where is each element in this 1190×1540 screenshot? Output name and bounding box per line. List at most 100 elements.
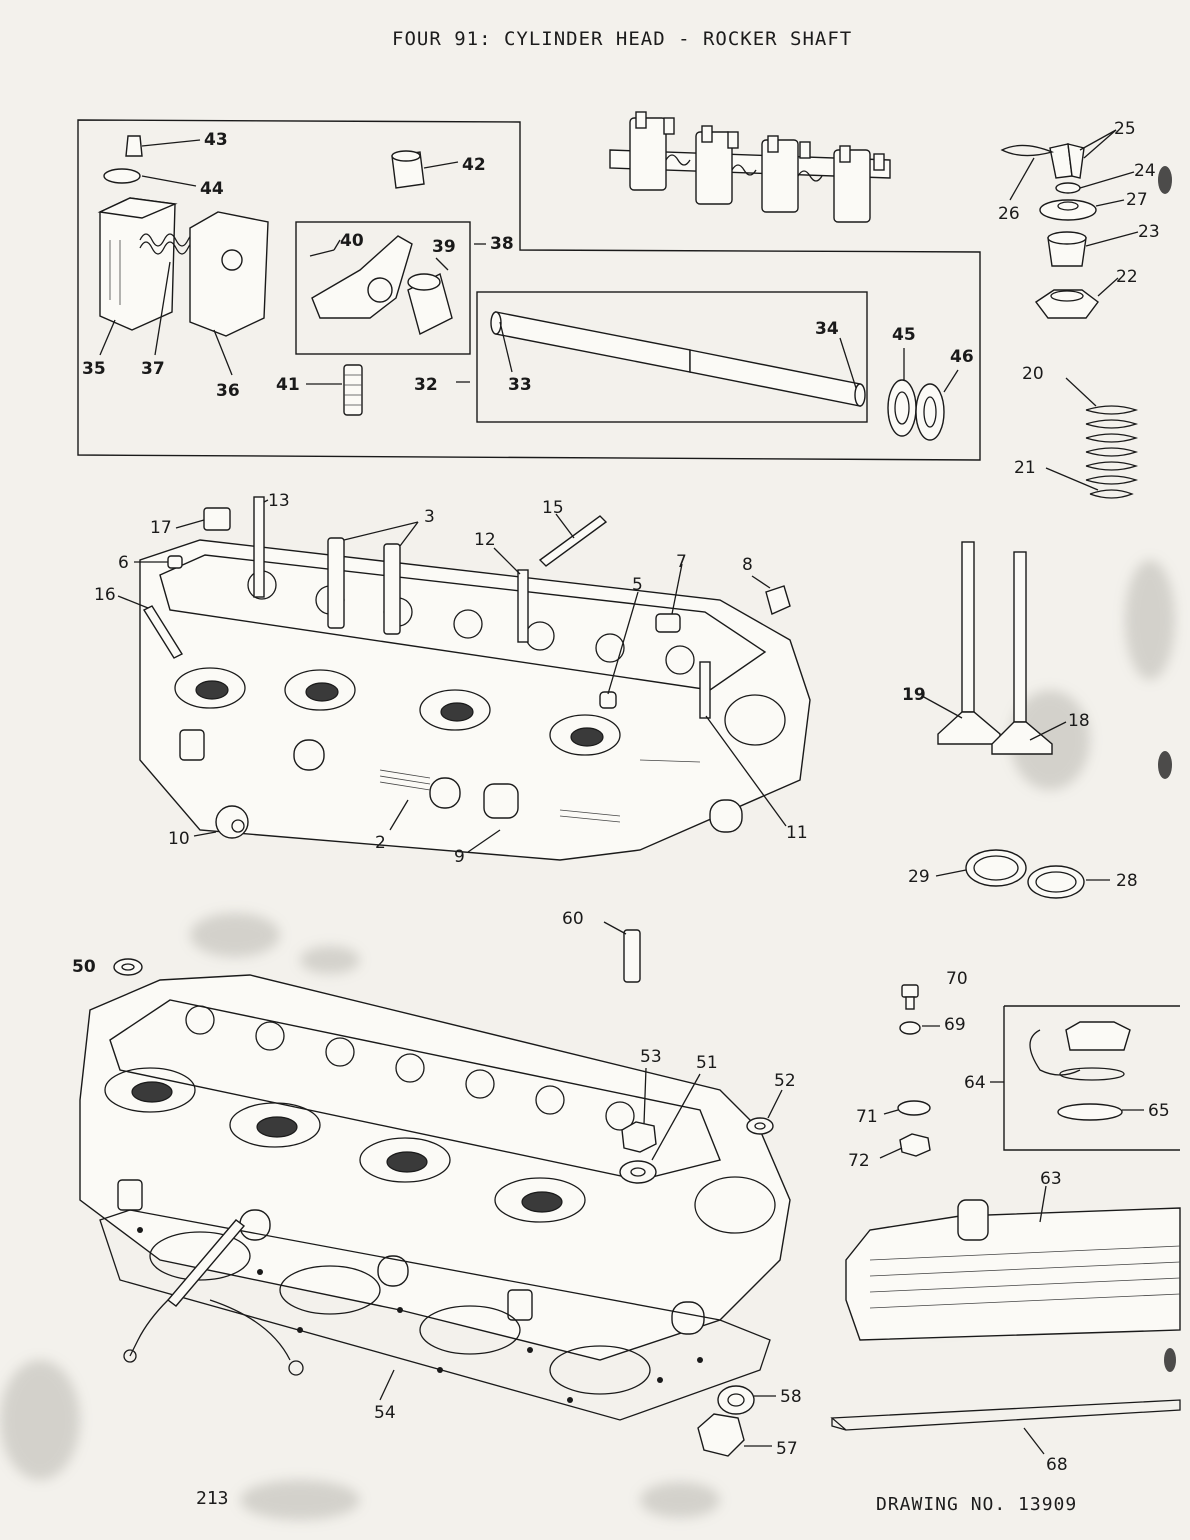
callout-28: 28 xyxy=(1116,871,1138,891)
callout-53: 53 xyxy=(640,1047,662,1067)
callout-25: 25 xyxy=(1114,119,1136,139)
part-69-washer xyxy=(899,1021,940,1035)
callout-43: 43 xyxy=(204,130,228,150)
callout-26: 26 xyxy=(998,204,1020,224)
part-28-insert xyxy=(1027,865,1110,899)
callout-12: 12 xyxy=(474,530,496,550)
temperature-sender-lead xyxy=(123,1219,304,1376)
page-title: FOUR 91: CYLINDER HEAD - ROCKER SHAFT xyxy=(392,28,853,50)
callout-20: 20 xyxy=(1022,364,1044,384)
part-58-washer xyxy=(717,1385,776,1415)
part-36-pedestal xyxy=(189,211,269,376)
callout-13: 13 xyxy=(268,491,290,511)
part-20-outer-spring xyxy=(1065,377,1139,499)
callout-63: 63 xyxy=(1040,1169,1062,1189)
part-22-spring-cup xyxy=(1034,277,1119,319)
part-52-washer xyxy=(746,1089,783,1135)
part-7-core-plug xyxy=(655,563,683,633)
part-50-washer xyxy=(113,958,143,976)
part-41-adjusting-screw xyxy=(306,364,363,416)
callout-29: 29 xyxy=(908,867,930,887)
callout-54: 54 xyxy=(374,1403,396,1423)
part-71-seal xyxy=(883,1100,931,1116)
callout-60: 60 xyxy=(562,909,584,929)
part-26-clip xyxy=(1000,144,1055,201)
callout-38: 38 xyxy=(490,234,514,254)
part-12-stud xyxy=(493,547,529,643)
part-25-cotters xyxy=(1049,129,1117,179)
part-39-bush xyxy=(407,257,453,336)
callout-2: 2 xyxy=(375,833,386,853)
callout-19: 19 xyxy=(902,685,926,705)
page-number: 213 xyxy=(196,1488,229,1509)
part-32-rocker-shaft xyxy=(456,243,866,407)
callout-57: 57 xyxy=(776,1439,798,1459)
part-10-union xyxy=(193,805,249,839)
part-15-stud xyxy=(538,513,608,567)
part-43-plug xyxy=(125,135,201,157)
part-16-stud xyxy=(117,595,184,659)
callout-8: 8 xyxy=(742,555,753,575)
callout-65: 65 xyxy=(1148,1101,1170,1121)
part-37-spring xyxy=(139,233,201,356)
callout-23: 23 xyxy=(1138,222,1160,242)
part-46-washer xyxy=(915,369,959,441)
rocker-assembly-box xyxy=(77,119,981,461)
drawing-number: DRAWING NO. 13909 xyxy=(876,1494,1078,1515)
part-29-insert xyxy=(935,849,1027,887)
callout-5: 5 xyxy=(632,575,643,595)
cylinder-head-upper xyxy=(139,539,811,861)
callout-3: 3 xyxy=(424,507,435,527)
part-64-filler-cap-box xyxy=(990,1005,1180,1151)
part-63-rocker-cover xyxy=(845,1185,1181,1341)
callout-52: 52 xyxy=(774,1071,796,1091)
callout-37: 37 xyxy=(141,359,165,379)
callout-71: 71 xyxy=(856,1107,878,1127)
callout-58: 58 xyxy=(780,1387,802,1407)
callout-45: 45 xyxy=(892,325,916,345)
part-11-stud xyxy=(699,661,787,827)
part-42-nut xyxy=(391,150,459,189)
rocker-shaft-assembly xyxy=(609,111,891,223)
callout-40: 40 xyxy=(340,231,364,251)
part-45-spring-washer xyxy=(887,348,917,437)
part-60-spacer xyxy=(603,921,641,983)
callout-33: 33 xyxy=(508,375,532,395)
part-5-plug xyxy=(599,591,639,709)
callout-leaders-upper xyxy=(389,799,501,853)
callout-41: 41 xyxy=(276,375,300,395)
cylinder-head-lower xyxy=(79,974,791,1361)
part-19-inlet-valve xyxy=(921,541,1001,745)
part-24-oil-seal xyxy=(1055,171,1135,194)
callout-16: 16 xyxy=(94,585,116,605)
callout-15: 15 xyxy=(542,498,564,518)
callout-17: 17 xyxy=(150,518,172,538)
part-6-plug xyxy=(134,555,183,569)
part-3-valve-guides xyxy=(327,521,419,635)
part-27-cap xyxy=(1039,199,1125,221)
part-68-cover-gasket xyxy=(830,1399,1181,1455)
callout-68: 68 xyxy=(1046,1455,1068,1475)
part-70-bolt xyxy=(901,984,919,1010)
callout-46: 46 xyxy=(950,347,974,367)
callout-11: 11 xyxy=(786,823,808,843)
callout-21: 21 xyxy=(1014,458,1036,478)
callout-35: 35 xyxy=(82,359,106,379)
callout-32: 32 xyxy=(414,375,438,395)
part-rocker-arm xyxy=(309,235,413,319)
callout-51: 51 xyxy=(696,1053,718,1073)
callout-64: 64 xyxy=(964,1073,986,1093)
callout-18: 18 xyxy=(1068,711,1090,731)
callout-27: 27 xyxy=(1126,190,1148,210)
callout-22: 22 xyxy=(1116,267,1138,287)
callout-69: 69 xyxy=(944,1015,966,1035)
callout-72: 72 xyxy=(848,1151,870,1171)
part-44-tab-washer xyxy=(103,168,197,187)
callout-7: 7 xyxy=(676,552,687,572)
callout-34: 34 xyxy=(815,319,839,339)
callout-24: 24 xyxy=(1134,161,1156,181)
part-21-inner-spring xyxy=(1045,467,1099,491)
part-57-plug xyxy=(697,1413,772,1457)
callout-labels: 43 44 42 40 39 38 34 45 46 35 37 36 41 3… xyxy=(72,119,1170,1475)
